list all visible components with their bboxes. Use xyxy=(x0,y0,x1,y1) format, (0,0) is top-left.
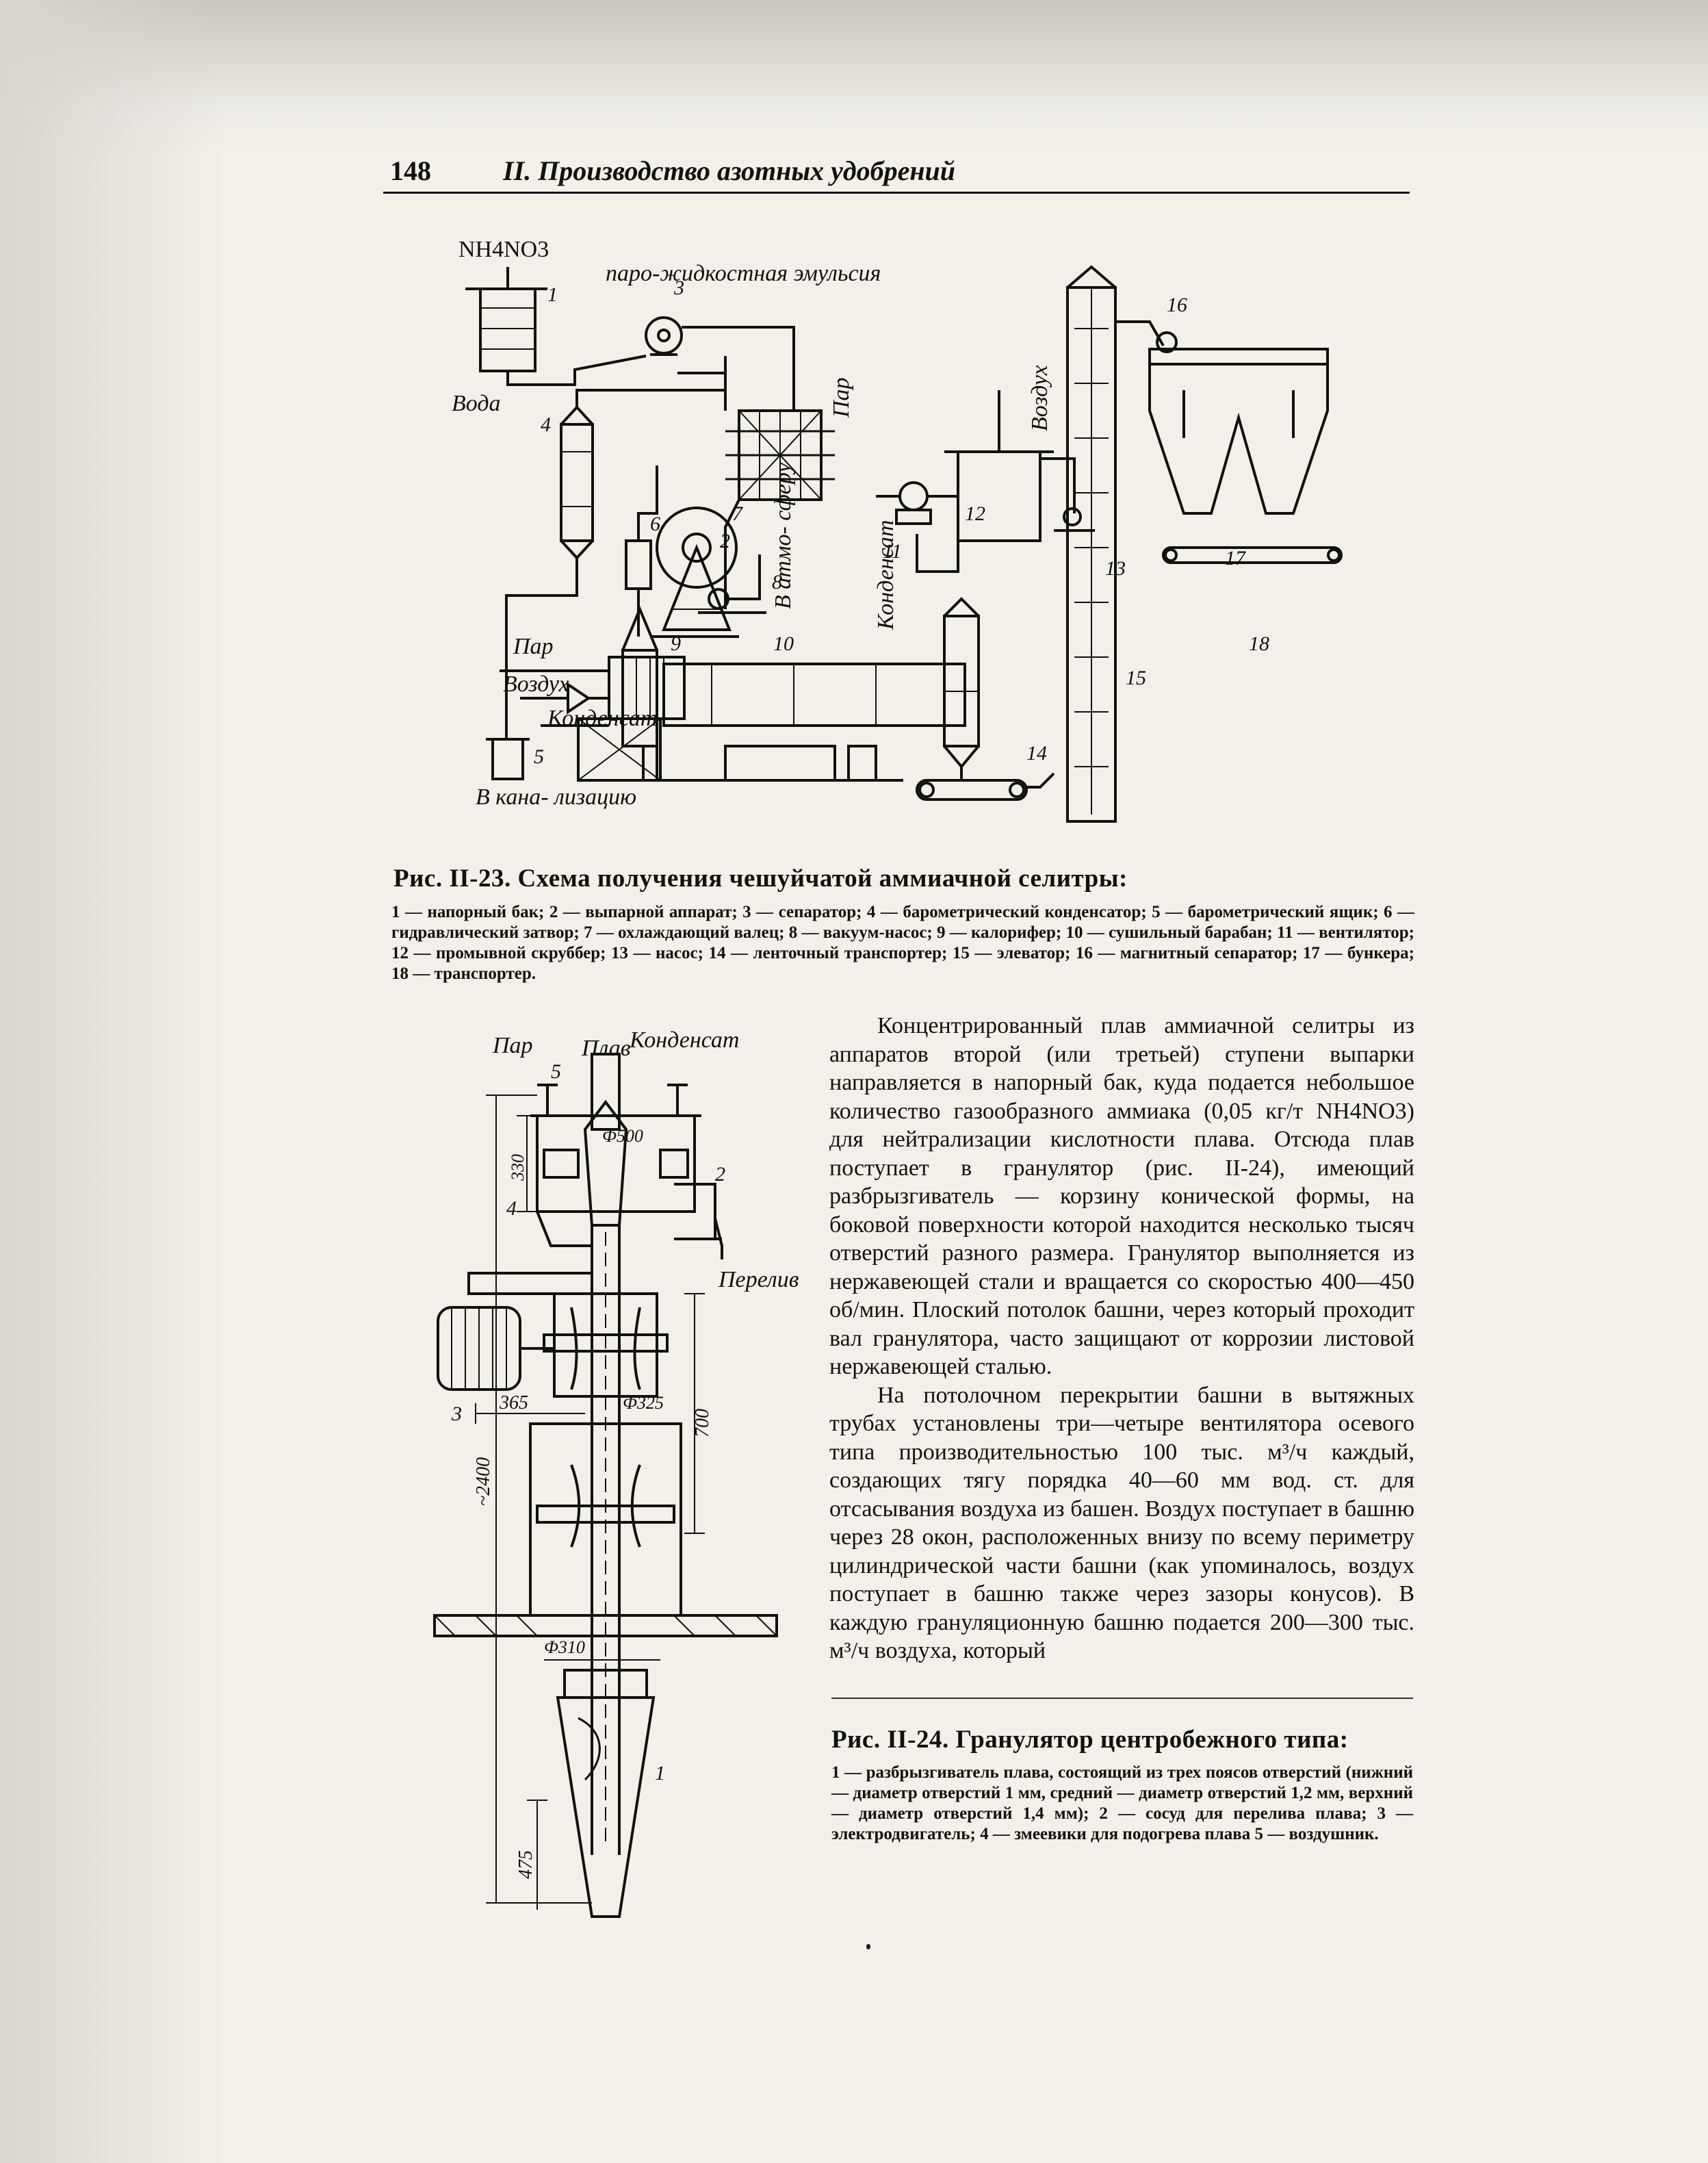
label-nh4no3: NH4NO3 xyxy=(458,237,549,262)
label-condensate-heater: Конденсат xyxy=(547,706,658,731)
fig1-num-2: 2 xyxy=(720,530,730,552)
paragraph-2: На потолочном перекрытии башни в вытяжны… xyxy=(829,1382,1414,1664)
fig1-num-8: 8 xyxy=(772,571,782,593)
fig1-num-13: 13 xyxy=(1105,557,1126,580)
fig1-num-14: 14 xyxy=(1026,742,1047,765)
barometric-condenser-4 xyxy=(560,405,594,560)
body-text: Концентрированный плав аммиачной селитры… xyxy=(829,1012,1414,1665)
label-air-heater: Воздух xyxy=(503,671,569,697)
magnetic-separator-16 xyxy=(1115,320,1178,353)
elevator-15 xyxy=(1066,265,1117,823)
fig1-num-10: 10 xyxy=(773,632,794,655)
fig1-num-7: 7 xyxy=(732,502,744,525)
spray-basket-1 xyxy=(556,1669,656,1918)
label-steam-heater: Пар xyxy=(513,634,554,659)
fig1-num-6: 6 xyxy=(650,513,660,535)
coil-4 xyxy=(536,1211,592,1247)
scan-shadow-top xyxy=(0,0,1708,157)
fig1-num-17: 17 xyxy=(1225,547,1247,569)
dim-h330: 330 xyxy=(508,1154,528,1181)
dim-h2400: ~2400 xyxy=(473,1457,494,1506)
drying-drum-10 xyxy=(621,605,966,782)
label-vapor-emulsion: паро-жидкостная эмульсия xyxy=(606,261,881,286)
fig1-num-3: 3 xyxy=(673,277,684,299)
header-rule xyxy=(383,192,1410,194)
figure1-caption-title: Рис. II-23. Схема получения чешуйчатой а… xyxy=(393,865,1128,893)
heater-9 xyxy=(500,656,686,782)
fig1-num-5: 5 xyxy=(534,745,544,768)
bearing-housing xyxy=(543,1292,669,1398)
dim-d310: Ф310 xyxy=(544,1637,585,1657)
barometric-box-5 xyxy=(486,738,530,780)
separator-rule xyxy=(831,1698,1413,1699)
page-header: 148 II. Производство азотных удобрений xyxy=(383,155,1416,196)
fig1-num-16: 16 xyxy=(1167,294,1187,316)
fig2-num-3: 3 xyxy=(451,1403,462,1425)
figure-centrifugal-granulator: Пар Плав Конденсат Перелив Ф500 330 Ф325… xyxy=(433,1027,799,1918)
dim-d500: Ф500 xyxy=(602,1126,643,1146)
figure2-caption-title: Рис. II-24. Гранулятор центробежного тип… xyxy=(831,1726,1349,1754)
fig1-num-4: 4 xyxy=(541,413,551,436)
transporter-18 xyxy=(1162,546,1343,564)
floor-slab xyxy=(433,1614,778,1637)
label-steam: Пар xyxy=(492,1033,533,1058)
label-to-atmosphere: В атмо- сферу xyxy=(771,462,796,609)
label-condensate: Конденсат xyxy=(629,1027,740,1053)
fig1-num-1: 1 xyxy=(547,283,558,306)
running-title: II. Производство азотных удобрений xyxy=(503,155,956,186)
figure1-legend: 1 — напорный бак; 2 — выпарной аппарат; … xyxy=(391,903,1414,983)
label-steam-top: Пар xyxy=(829,377,854,418)
label-condensate-vertical: Конденсат xyxy=(873,520,898,631)
electric-motor-3 xyxy=(437,1272,593,1391)
paragraph-1: Концентрированный плав аммиачной селитры… xyxy=(829,1013,1414,1379)
fig2-num-1: 1 xyxy=(655,1762,665,1784)
dim-h475: 475 xyxy=(515,1850,536,1879)
fig2-num-4: 4 xyxy=(506,1197,517,1220)
scan-speck xyxy=(866,1944,870,1949)
dim-w365: 365 xyxy=(499,1392,528,1413)
scrubber-12 xyxy=(916,390,1076,573)
discharge-cyclone xyxy=(943,597,980,769)
fig1-num-9: 9 xyxy=(671,632,681,655)
fan-11 xyxy=(876,481,958,525)
figure2-legend: 1 — разбрызгиватель плава, состоящий из … xyxy=(831,1763,1413,1843)
fig1-num-15: 15 xyxy=(1126,667,1146,689)
scan-shadow-left xyxy=(0,0,226,2163)
belt-conveyor-14 xyxy=(916,767,1055,801)
granulator-top-housing xyxy=(530,1084,701,1213)
label-overflow: Перелив xyxy=(718,1267,799,1292)
label-water: Вода xyxy=(452,391,501,416)
separator-3 xyxy=(645,316,683,356)
overflow-vessel-2 xyxy=(674,1183,723,1259)
dimension-lines xyxy=(475,1095,705,1910)
bunkers-17 xyxy=(1148,348,1329,515)
dim-h700: 700 xyxy=(692,1409,713,1437)
evaporator-2 xyxy=(725,409,835,501)
central-shaft xyxy=(583,1053,628,1855)
fig2-num-5: 5 xyxy=(551,1060,561,1083)
page-number: 148 xyxy=(390,155,431,186)
fig1-num-12: 12 xyxy=(965,502,985,525)
pressure-tank-1 xyxy=(465,267,547,372)
cooling-drum-7 xyxy=(650,507,739,638)
dim-d325: Ф325 xyxy=(623,1393,664,1413)
fig1-num-11: 11 xyxy=(883,540,902,563)
label-to-sewer: В кана- лизацию xyxy=(476,784,636,810)
vacuum-pump-8 xyxy=(698,554,766,614)
label-air-top: Воздух xyxy=(1027,365,1052,431)
label-melt: Плав xyxy=(581,1036,631,1061)
pump-13 xyxy=(1054,507,1095,532)
fig2-num-2: 2 xyxy=(715,1163,725,1186)
fig1-num-18: 18 xyxy=(1249,632,1269,655)
figure-flake-ammonium-nitrate-scheme: NH4NO3 паро-жидкостная эмульсия Вода Пар… xyxy=(452,237,1343,823)
